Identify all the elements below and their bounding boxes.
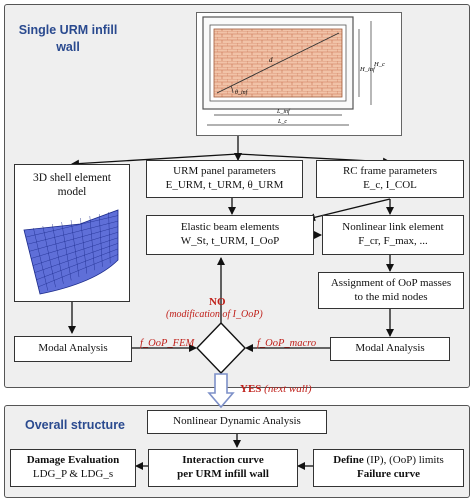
damage-evaluation-box: Damage Evaluation LDG_P & LDG_s [10,449,136,487]
overall-structure-title: Overall structure [24,418,126,432]
link-values: F_cr, F_max, ... [358,235,428,247]
label-h-c: H_c [373,61,385,68]
define-line2: Failure curve [356,468,421,480]
label-l-c: L_c [277,119,287,125]
assignment-box: Assignment of OoP masses to the mid node… [318,272,464,309]
assignment-line1: Assignment of OoP masses [330,276,452,289]
assignment-line2: to the mid nodes [354,290,428,303]
rc-params-title: RC frame parameters [342,165,438,178]
damage-values: LDG_P & LDG_s [32,468,114,480]
shell-model-box: 3D shell element model [14,164,130,302]
yes-annotation: YES (next wall) [240,383,312,395]
label-h-inf: H_inf [359,66,376,73]
yes-arrow [207,373,235,409]
elastic-values: W_St, t_URM, I_OoP [180,235,280,247]
infill-wall-drawing: d θ_inf H_inf H_c L_inf L_c [202,16,385,126]
interaction-line1: Interaction curve [182,454,264,467]
damage-title: Damage Evaluation [26,454,120,467]
nda-label: Nonlinear Dynamic Analysis [173,415,301,428]
define-line1: Define (IP), (OoP) limits [333,454,444,467]
rc-parameters-box: RC frame parameters E_c, I_COL [316,160,464,198]
decision-diamond [196,321,246,375]
no-sub-label: (modification of I_OoP) [166,309,263,320]
urm-params-values: E_URM, t_URM, θ_URM [165,179,284,191]
interaction-curve-box: Interaction curve per URM infill wall [148,449,298,487]
interaction-line2: per URM infill wall [177,468,269,480]
urm-params-title: URM panel parameters [173,165,276,178]
label-l-inf: L_inf [276,108,291,115]
single-wall-title: Single URM infill wall [18,23,118,54]
nonlinear-dynamic-analysis-box: Nonlinear Dynamic Analysis [147,410,327,434]
label-theta: θ_inf [235,89,249,96]
arrow-rc-to-elastic [307,198,391,222]
shell-title-line1: 3D shell element [33,172,111,184]
urm-parameters-box: URM panel parameters E_URM, t_URM, θ_URM [146,160,303,198]
modal-analysis-left: Modal Analysis [14,336,132,362]
arrow-wall-to-shell [71,153,239,168]
infill-wall-figure: d θ_inf H_inf H_c L_inf L_c [196,12,402,136]
define-limits-box: Define (IP), (OoP) limits Failure curve [313,449,464,487]
modal-right-label: Modal Analysis [355,342,425,355]
f-oop-macro-label: f_OoP_macro [257,338,317,349]
link-title: Nonlinear link element [342,221,444,234]
shell-mesh-drawing [23,209,119,295]
elastic-title: Elastic beam elements [180,221,280,234]
no-label: NO [209,296,226,308]
nonlinear-link-box: Nonlinear link element F_cr, F_max, ... [322,215,464,255]
shell-title-line2: model [57,186,87,199]
modal-left-label: Modal Analysis [38,342,108,355]
label-d: d [269,56,273,64]
rc-params-values: E_c, I_COL [363,179,417,191]
modal-analysis-right: Modal Analysis [330,337,450,361]
f-oop-fem-label: f_OoP_FEM [140,338,195,349]
elastic-beam-box: Elastic beam elements W_St, t_URM, I_OoP [146,215,314,255]
